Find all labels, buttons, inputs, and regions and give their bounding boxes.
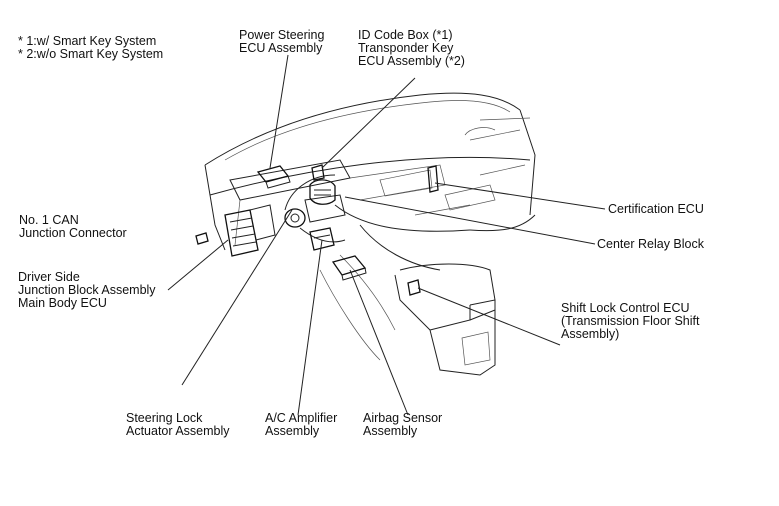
certification-ecu-shape — [427, 165, 439, 193]
label-airbag-sensor: Airbag Sensor Assembly — [363, 411, 443, 438]
label-steering-lock-actuator: Steering Lock Actuator Assembly — [126, 411, 230, 438]
label-power-steering-ecu: Power Steering ECU Assembly — [239, 28, 325, 55]
label-certification-ecu: Certification ECU — [608, 202, 704, 216]
label-driver-side-junction-block: Driver Side Junction Block Assembly Main… — [18, 270, 156, 310]
ac-amplifier-shape — [309, 227, 335, 251]
label-center-relay-block: Center Relay Block — [597, 237, 704, 251]
note-1: * 1:w/ Smart Key System — [18, 34, 157, 48]
note-smart-key: * 1:w/ Smart Key System * 2:w/o Smart Ke… — [18, 35, 163, 61]
leader-lines — [167, 54, 606, 416]
can-junction-connector-shape — [195, 232, 209, 245]
driver-side-junction-block-shape — [224, 204, 276, 257]
power-steering-ecu-shape — [256, 165, 291, 189]
label-can-junction-connector: No. 1 CAN Junction Connector — [19, 213, 127, 240]
shift-lock-ecu-shape — [407, 279, 421, 296]
label-shift-lock-control-ecu: Shift Lock Control ECU (Transmission Flo… — [561, 301, 700, 341]
steering-column — [284, 174, 346, 243]
dashboard-outline — [204, 92, 536, 271]
id-code-box-shape — [309, 164, 336, 205]
label-id-code-box: ID Code Box (*1) Transponder Key ECU Ass… — [358, 28, 465, 68]
center-console — [319, 254, 496, 376]
label-ac-amplifier: A/C Amplifier Assembly — [265, 411, 338, 438]
note-2: * 2:w/o Smart Key System — [18, 47, 164, 61]
airbag-sensor-shape — [331, 255, 367, 281]
